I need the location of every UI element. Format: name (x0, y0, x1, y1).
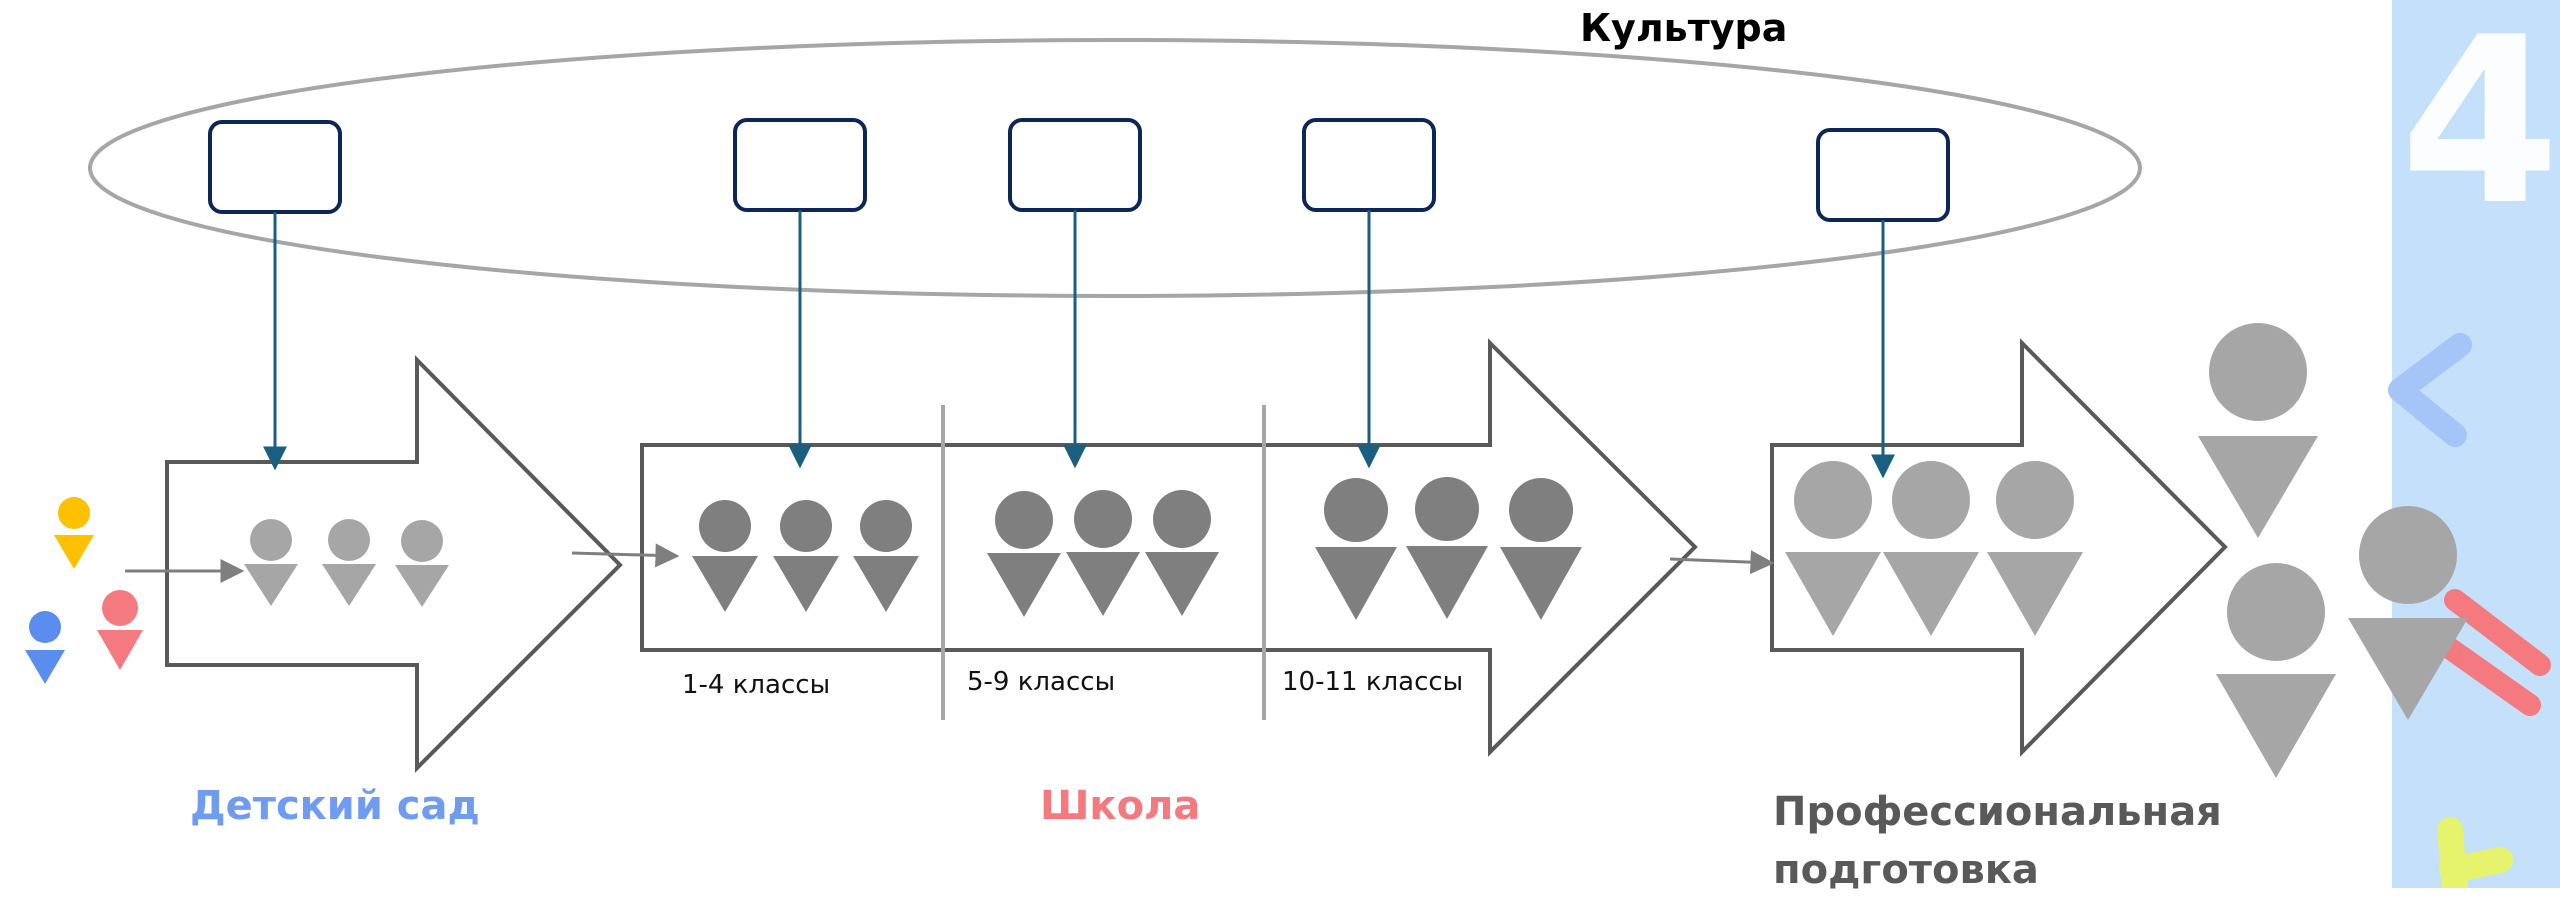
kindergarten-child-figure (395, 520, 449, 607)
student-figure-grades-5-9 (1066, 490, 1140, 616)
student-figure-grades-1-4 (773, 500, 839, 612)
side-decoration-panel (2392, 0, 2560, 888)
grade-label-1-4: 1-4 классы (682, 670, 831, 700)
culture-box-grades-5-9 (1008, 118, 1142, 212)
student-figure-grades-10-11 (1406, 477, 1488, 619)
culture-ellipse (88, 38, 2142, 298)
culture-box-kindergarten (208, 120, 342, 214)
culture-box-grades-10-11 (1302, 118, 1436, 212)
kindergarten-child-figure (322, 519, 376, 606)
graduate-figure (2198, 323, 2318, 538)
culture-box-professional (1816, 128, 1950, 222)
deco-chevron-shape (2388, 333, 2472, 447)
graduate-figure (2348, 506, 2468, 720)
grade-label-10-11: 10-11 классы (1282, 667, 1464, 697)
graduate-figure (2216, 563, 2336, 778)
deco-stroke-shape (2427, 589, 2551, 716)
stage-label-kindergarten: Детский сад (190, 783, 480, 829)
student-figure-grades-5-9 (1145, 490, 1219, 616)
kindergarten-stage-arrow (165, 355, 623, 773)
child-figure-blue (25, 611, 65, 684)
stage-label-school: Школа (1040, 783, 1201, 829)
professional-trainee-figure (1883, 461, 1979, 636)
student-figure-grades-10-11 (1500, 478, 1582, 620)
student-figure-grades-1-4 (853, 500, 919, 612)
student-figure-grades-10-11 (1315, 478, 1397, 620)
student-figure-grades-5-9 (987, 491, 1061, 617)
flow-arrow-school-to-professional (1669, 550, 1775, 575)
flow-arrow-kindergarten-to-school (571, 543, 680, 568)
culture-box-grades-1-4 (733, 118, 867, 212)
deco-yellow-shape (2437, 817, 2513, 888)
stage-label-professional: Профессиональная подготовка (1773, 789, 2222, 893)
child-figure-red (97, 590, 143, 670)
professional-trainee-figure (1785, 461, 1881, 636)
professional-trainee-figure (1987, 461, 2083, 636)
child-figure-yellow (54, 497, 94, 569)
decorative-number: 4 (2400, 0, 2560, 256)
kindergarten-child-figure (244, 519, 298, 606)
culture-label: Культура (1580, 6, 1788, 50)
grade-label-5-9: 5-9 классы (967, 667, 1116, 697)
student-figure-grades-1-4 (692, 500, 758, 612)
school-stage-arrow (640, 338, 1698, 757)
professional-stage-arrow (1770, 338, 2228, 757)
